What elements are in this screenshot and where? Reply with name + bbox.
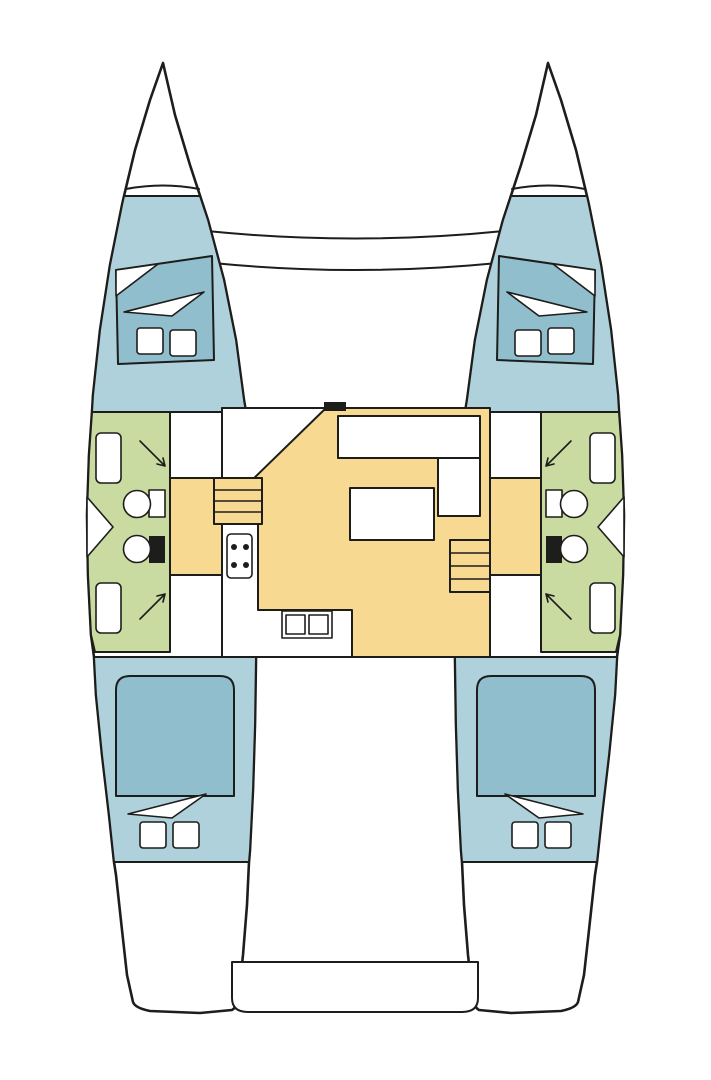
pillow	[172, 821, 200, 849]
berth-aft-starboard	[476, 675, 596, 797]
stairs-port	[213, 477, 263, 525]
door-swing-icon	[545, 440, 572, 467]
hull-gate-starboard	[597, 496, 625, 558]
walkway-starboard	[488, 477, 542, 576]
burner-icon	[231, 562, 237, 568]
pillow	[547, 327, 575, 355]
toilet-icon	[122, 534, 152, 564]
stove-icon	[226, 533, 253, 579]
hatch-arrow-icon-aft-port	[127, 793, 207, 819]
foredeck-aft-beam	[212, 262, 499, 271]
pillow	[511, 821, 539, 849]
sink-cabinet	[545, 489, 563, 518]
burner-icon	[231, 544, 237, 550]
shower-tray	[589, 432, 616, 484]
hatch-arrow-icon-fwd-port	[123, 291, 205, 317]
door-swing-icon	[545, 593, 572, 620]
toilet-cistern	[149, 536, 165, 563]
berth-fwd-starboard-notch	[552, 263, 596, 297]
settee-side	[437, 457, 481, 517]
burner-icon	[243, 544, 249, 550]
berth-fwd-port-notch	[115, 263, 159, 297]
toilet-icon	[559, 534, 589, 564]
companionway-hatch	[324, 402, 346, 411]
bow-locker-line-port	[125, 184, 200, 190]
sink-icon	[122, 489, 152, 519]
pillow	[136, 327, 164, 355]
stair-treads	[213, 489, 263, 513]
transom-platform	[231, 961, 479, 1013]
shower-tray	[589, 582, 616, 634]
pillow	[544, 821, 572, 849]
hatch-arrow-icon-aft-starboard	[504, 793, 584, 819]
toilet-cistern	[546, 536, 562, 563]
stair-treads	[449, 552, 491, 580]
shower-tray	[95, 432, 122, 484]
foredeck-front-beam	[206, 230, 505, 240]
bow-locker-line-starboard	[511, 184, 586, 190]
burner-icon	[243, 562, 249, 568]
door-swing-icon	[139, 440, 166, 467]
shower-tray	[95, 582, 122, 634]
hatch-arrow-icon-fwd-starboard	[506, 291, 588, 317]
stairs-starboard	[449, 539, 491, 593]
sink-cabinet	[148, 489, 166, 518]
pillow	[514, 329, 542, 357]
pillow	[169, 329, 197, 357]
hull-gate-port	[86, 496, 114, 558]
pillow	[139, 821, 167, 849]
galley-sink-bowl	[285, 614, 306, 635]
saloon-table	[349, 487, 435, 541]
galley-sink-bowl	[308, 614, 329, 635]
settee-back	[337, 415, 481, 459]
door-swing-icon	[139, 593, 166, 620]
berth-aft-port	[115, 675, 235, 797]
sink-icon	[559, 489, 589, 519]
